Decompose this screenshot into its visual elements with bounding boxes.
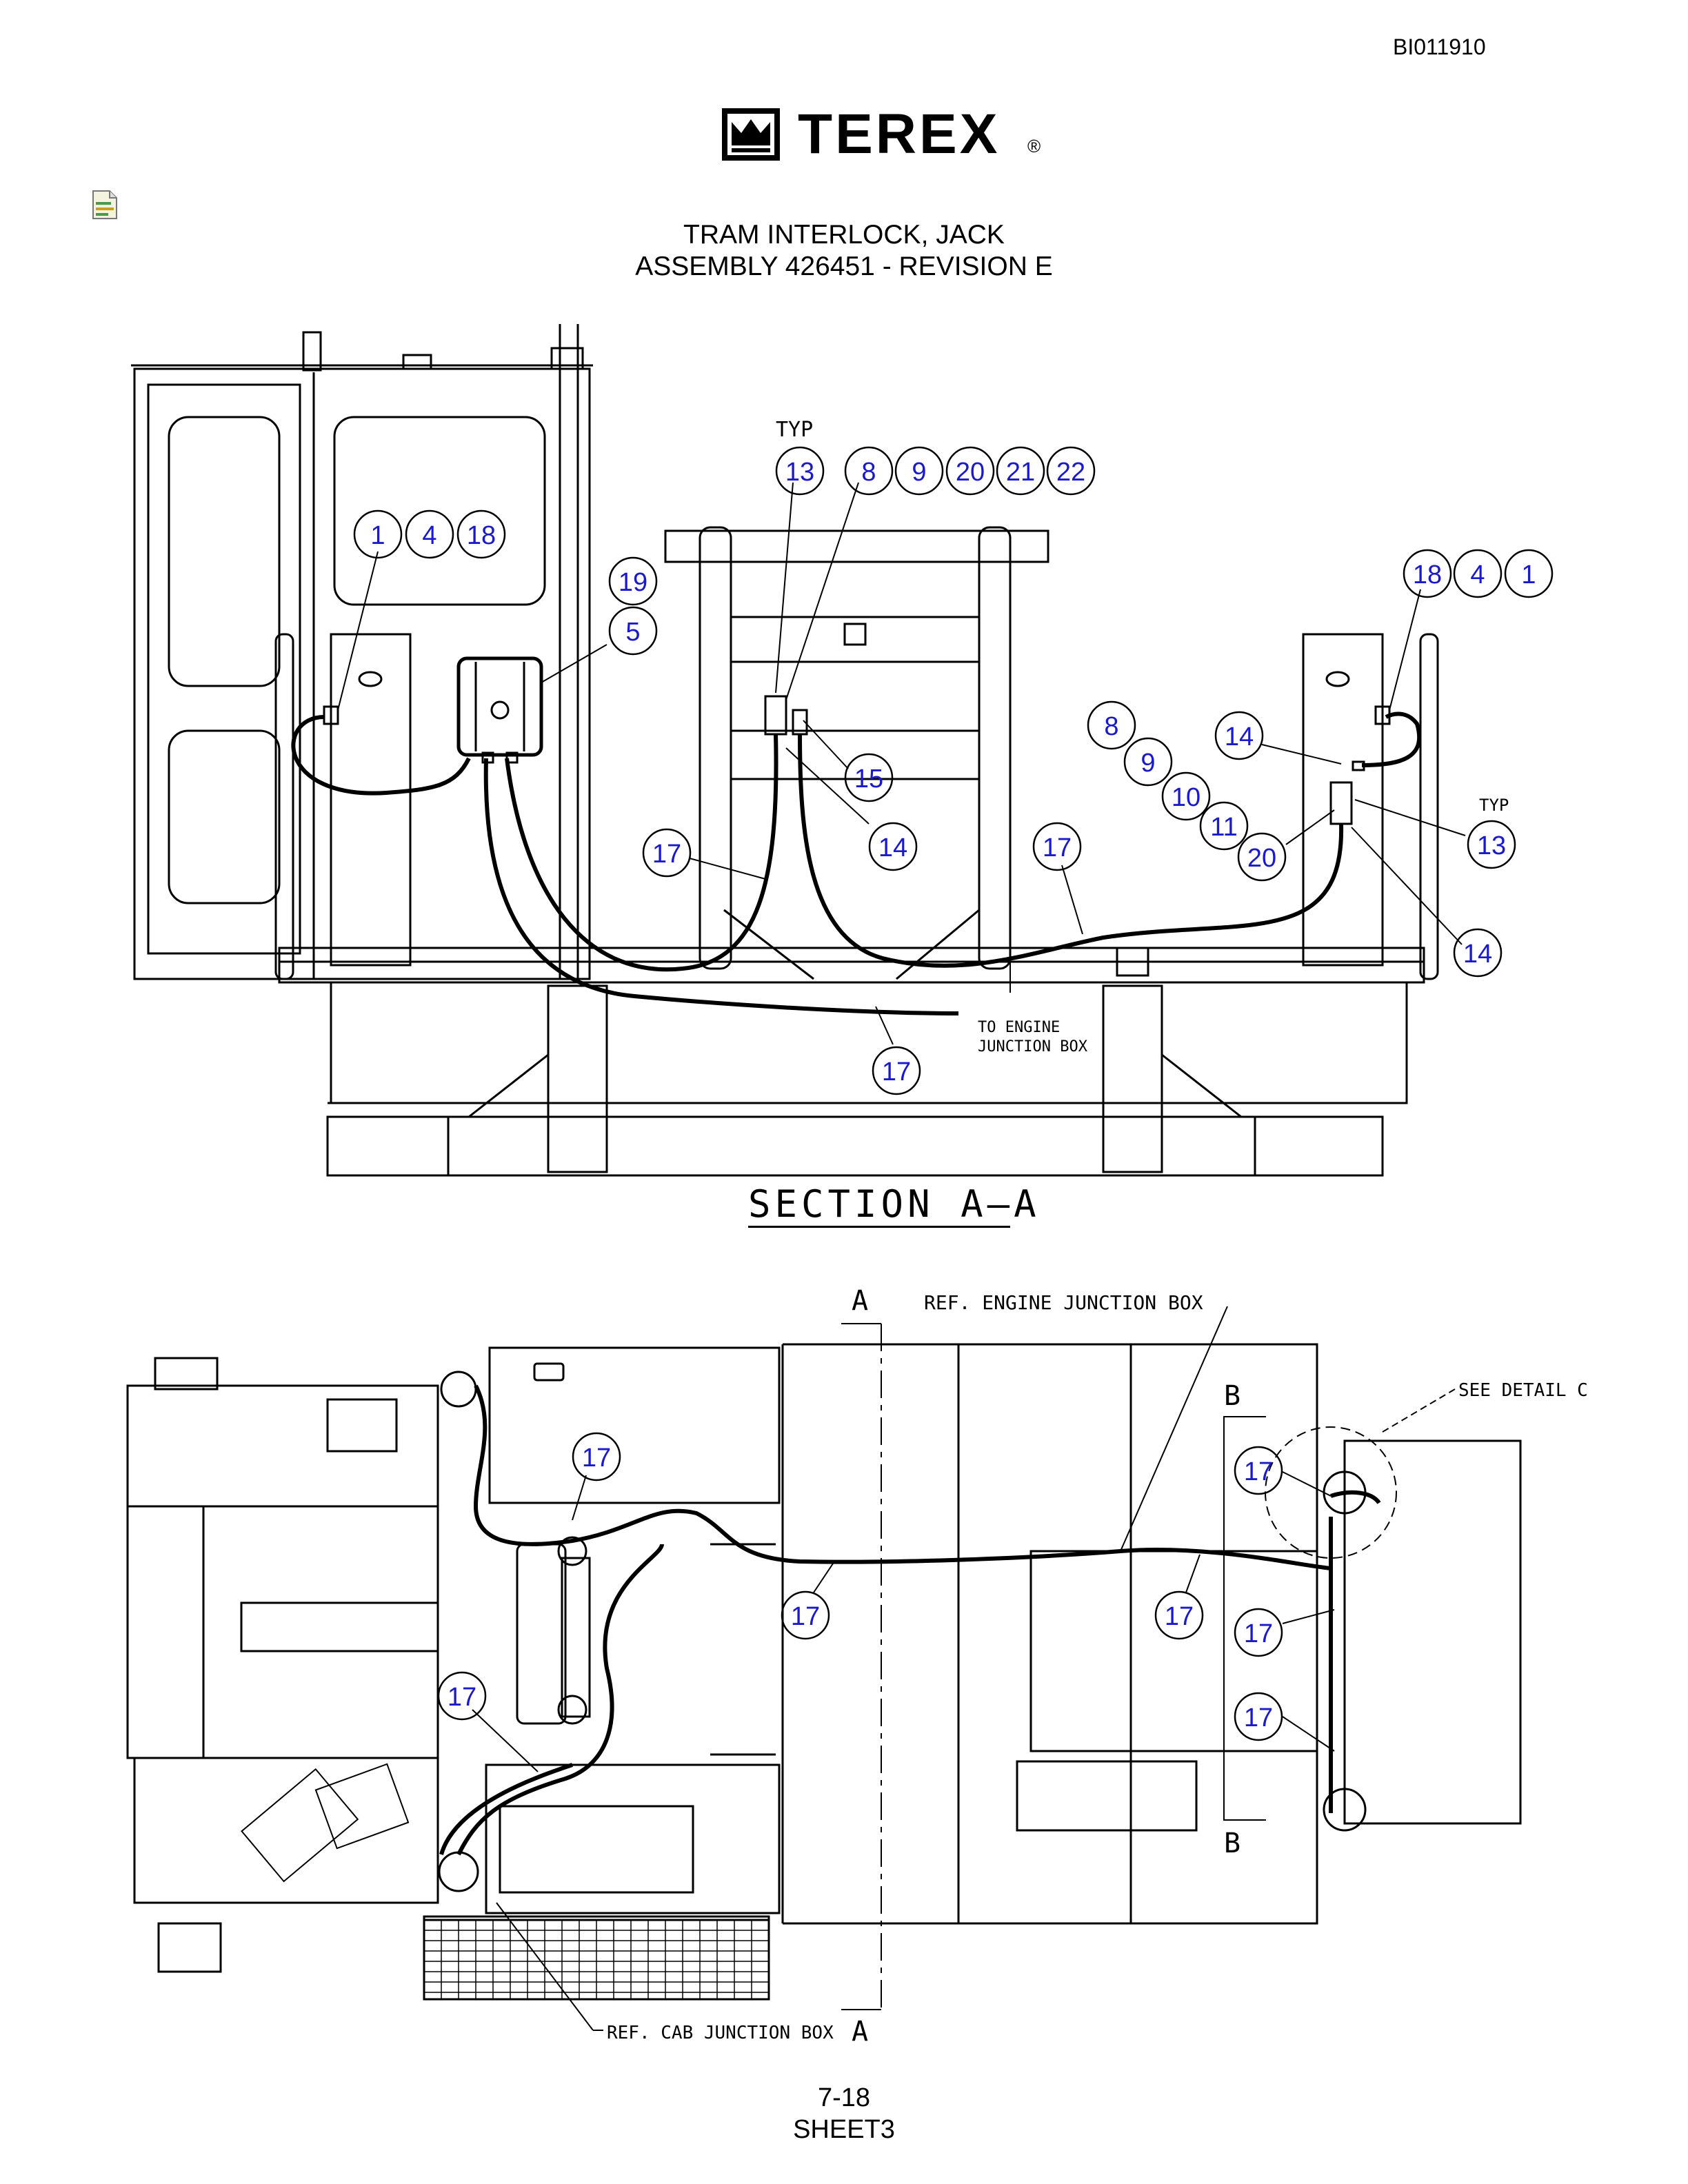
callout: 20 <box>956 458 985 487</box>
annotations: TYP TYP TO ENGINE JUNCTION BOX REF. ENGI… <box>607 418 1588 2048</box>
sheet-number: SHEET3 <box>793 2115 895 2144</box>
callout: 10 <box>1172 783 1200 812</box>
plan-leader-lines <box>472 1306 1456 2031</box>
callout: 14 <box>878 833 907 862</box>
section-marker-a-top: A <box>852 1285 868 1317</box>
ref-engine-junction-box: REF. ENGINE JUNCTION BOX <box>924 1291 1203 1314</box>
cab-detail <box>241 1763 410 1883</box>
callout: 9 <box>1141 749 1155 778</box>
section-underline <box>748 1226 1010 1228</box>
cylinder-assembly <box>438 1371 1367 1892</box>
section-view <box>131 324 1466 1177</box>
section-marker-b-bottom: B <box>1224 1828 1240 1859</box>
center-mast <box>664 526 1049 970</box>
callout: 17 <box>1165 1602 1194 1631</box>
callout: 14 <box>1225 722 1254 751</box>
terex-logo: TEREX ® <box>721 103 1045 165</box>
callout: 17 <box>1043 833 1072 862</box>
document-icon[interactable] <box>92 190 118 220</box>
callout: 17 <box>882 1058 911 1086</box>
hoses <box>291 711 1422 1015</box>
section-lines <box>841 1323 1266 2013</box>
callout: 4 <box>422 521 436 550</box>
callout: 17 <box>1244 1457 1273 1486</box>
callout: 17 <box>448 1683 476 1712</box>
machine-outline <box>126 1343 1522 2001</box>
callout: 22 <box>1056 458 1085 487</box>
callout: 1 <box>370 521 385 550</box>
callout: 1 <box>1521 560 1536 589</box>
callout: 17 <box>1244 1619 1273 1648</box>
callout: 17 <box>652 840 681 869</box>
callout: 20 <box>1247 844 1276 873</box>
registered-mark: ® <box>1027 136 1041 156</box>
callout: 4 <box>1470 560 1485 589</box>
typ-label-top: TYP <box>776 418 813 442</box>
logo-wordmark: TEREX <box>798 103 1001 165</box>
callout: 17 <box>791 1602 820 1631</box>
callout: 8 <box>1104 712 1118 741</box>
document-id: BI011910 <box>1393 34 1486 59</box>
plan-callouts: 17 17 17 17 17 17 17 17 <box>437 1432 1283 1741</box>
typ-label-right: TYP <box>1479 796 1509 815</box>
jack-stands <box>274 633 1439 980</box>
plan-view <box>126 1306 1522 2031</box>
page-footer: 7-18 SHEET3 <box>0 2082 1688 2145</box>
see-detail-c: SEE DETAIL C <box>1458 1380 1588 1401</box>
title-line-1: TRAM INTERLOCK, JACK <box>683 220 1005 250</box>
section-marker-a-bottom: A <box>852 2016 868 2048</box>
engine-note-line-2: JUNCTION BOX <box>978 1038 1088 1055</box>
page-number: 7-18 <box>817 2083 871 2112</box>
drawing-title: TRAM INTERLOCK, JACK ASSEMBLY 426451 - R… <box>0 219 1688 283</box>
callout: 9 <box>912 458 926 487</box>
callout: 17 <box>1244 1703 1273 1732</box>
callout: 21 <box>1006 458 1035 487</box>
crown-icon <box>722 108 780 161</box>
callout: 13 <box>785 458 814 487</box>
callout: 17 <box>582 1444 611 1473</box>
callout: 14 <box>1463 940 1492 969</box>
engine-note-line-1: TO ENGINE <box>978 1019 1060 1036</box>
callout: 5 <box>625 618 640 647</box>
section-title: SECTION A–A <box>748 1182 1041 1226</box>
base-frame <box>278 909 1425 1177</box>
callout: 13 <box>1477 831 1506 860</box>
ref-cab-junction-box: REF. CAB JUNCTION BOX <box>607 2023 834 2043</box>
callout: 18 <box>1413 560 1442 589</box>
interlock-valves <box>764 695 1365 825</box>
callout: 17 <box>1244 1457 1273 1486</box>
callout: 11 <box>1210 813 1237 842</box>
title-line-2: ASSEMBLY 426451 - REVISION E <box>635 252 1053 281</box>
callout: 15 <box>854 765 883 793</box>
callout: 18 <box>467 521 496 550</box>
walkway-grating <box>423 1919 770 2001</box>
plan-cables <box>439 1384 1381 1856</box>
section-callouts: 1 4 18 19 5 13 8 9 20 21 22 15 14 17 17 … <box>353 446 1554 1095</box>
callout: 19 <box>619 568 647 597</box>
jack-junction-box <box>456 656 543 764</box>
cab-structure <box>131 324 593 980</box>
leader-lines <box>337 482 1466 1045</box>
callout: 8 <box>861 458 876 487</box>
section-marker-b-top: B <box>1224 1380 1240 1412</box>
